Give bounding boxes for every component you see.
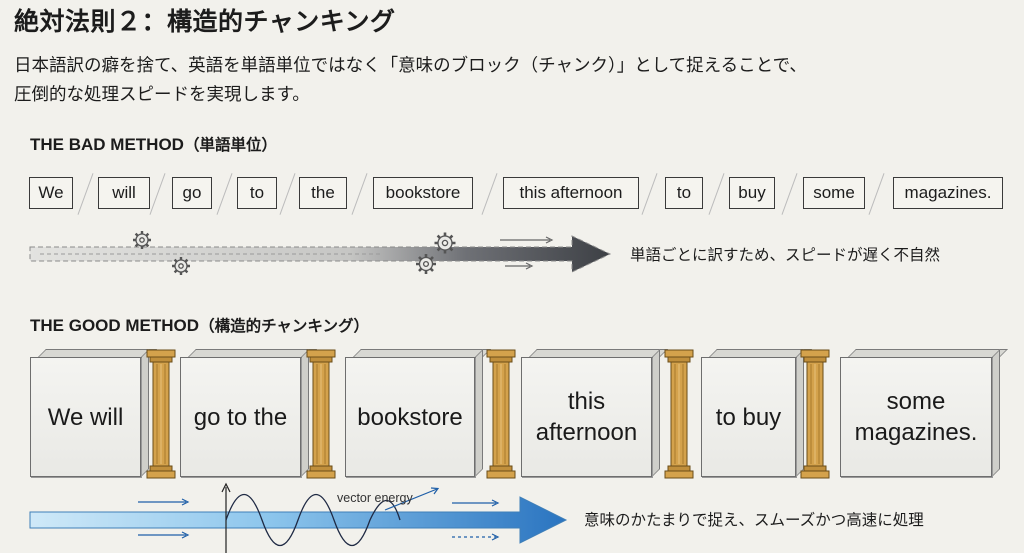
chunk-block: this afternoon [521, 357, 652, 477]
good-method-note: 意味のかたまりで捉え、スムーズかつ高速に処理 [584, 511, 924, 529]
chunk-block-top [529, 349, 668, 357]
word-box: to [665, 177, 703, 209]
word-divider [868, 173, 885, 215]
word-box: go [172, 177, 212, 209]
page-title: 絶対法則２：構造的チャンキング [14, 7, 396, 36]
bad-method-note: 単語ごとに訳すため、スピードが遅く不自然 [630, 246, 941, 264]
word-box: magazines. [893, 177, 1003, 209]
word-box: buy [729, 177, 775, 209]
word-box: to [237, 177, 277, 209]
bad-method-label: THE BAD METHOD（単語単位） [30, 133, 277, 155]
chunk-block-side [652, 349, 660, 477]
chunk-block-side [475, 349, 483, 477]
good-method-label-ja: （構造的チャンキング） [199, 317, 369, 335]
gear-icon [133, 231, 456, 275]
subtitle-line-2: 圧倒的な処理スピードを実現します。 [14, 85, 310, 105]
chunk-block: some magazines. [840, 357, 992, 477]
word-box: bookstore [373, 177, 473, 209]
chunk-text: We will [47, 403, 124, 431]
word-divider [708, 173, 725, 215]
word-divider [351, 173, 368, 215]
good-speed-lines [138, 487, 500, 541]
pillar-divider [486, 349, 516, 479]
vector-axis [221, 482, 231, 553]
vector-energy-label: vector energy [337, 491, 413, 505]
chunk-block: to buy [701, 357, 796, 477]
chunk-block: We will [30, 357, 141, 477]
chunk-block-top [38, 349, 157, 357]
chunk-text: some magazines. [854, 388, 978, 446]
bad-method-label-en: THE BAD METHOD [30, 135, 184, 154]
word-box: the [299, 177, 347, 209]
chunk-text: bookstore [357, 403, 463, 431]
bad-arrow-shape [29, 235, 612, 273]
pillar-divider [306, 349, 336, 479]
pillar-divider [800, 349, 830, 479]
chunk-block-top [353, 349, 491, 357]
word-divider [641, 173, 658, 215]
word-divider [216, 173, 233, 215]
word-divider [77, 173, 94, 215]
chunk-block-top [848, 349, 1008, 357]
word-divider [781, 173, 798, 215]
good-method-label: THE GOOD METHOD（構造的チャンキング） [30, 314, 369, 336]
word-divider [149, 173, 166, 215]
word-box: We [29, 177, 73, 209]
subtitle-line-1: 日本語訳の癖を捨て、英語を単語単位ではなく「意味のブロック（チャンク）」として捉… [14, 56, 807, 76]
chunk-block: go to the [180, 357, 301, 477]
bad-method-label-ja: （単語単位） [183, 136, 277, 154]
subtitle: 日本語訳の癖を捨て、英語を単語単位ではなく「意味のブロック（チャンク）」として捉… [14, 52, 1014, 110]
chunk-block-top [188, 349, 317, 357]
chunk-text: to buy [715, 403, 782, 431]
bad-speed-lines [500, 236, 554, 270]
word-box: will [98, 177, 150, 209]
word-box: some [803, 177, 865, 209]
chunk-block: bookstore [345, 357, 475, 477]
word-divider [279, 173, 296, 215]
word-divider [481, 173, 498, 215]
pillar-divider [146, 349, 176, 479]
chunk-text: this afternoon [535, 388, 638, 446]
chunk-block-side [992, 349, 1000, 477]
word-box: this afternoon [503, 177, 639, 209]
good-arrow-shape [29, 496, 568, 544]
pillar-divider [664, 349, 694, 479]
good-method-label-en: THE GOOD METHOD [30, 316, 200, 335]
chunk-text: go to the [193, 403, 288, 431]
